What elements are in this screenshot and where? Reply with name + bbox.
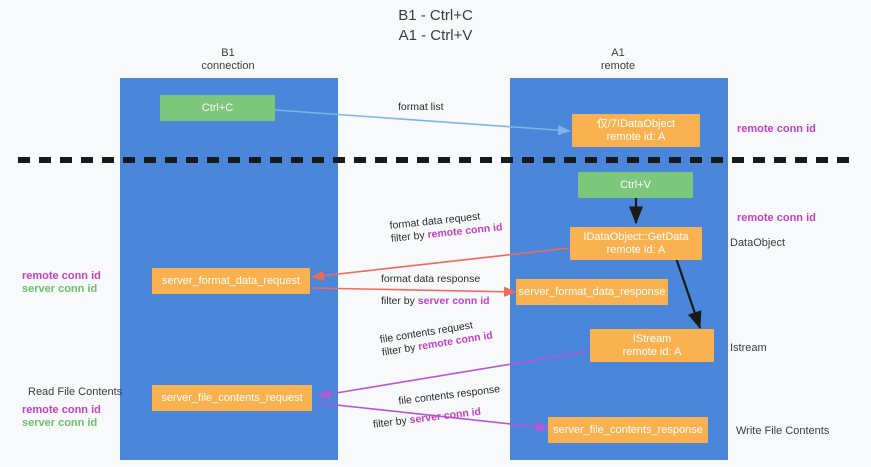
lane-header-a1: A1 remote: [538, 47, 698, 73]
node-getdata[interactable]: IDataObject::GetData remote id: A: [570, 227, 702, 260]
annotation-left-server-conn-id-2: server conn id: [22, 417, 98, 429]
edge-label-format-data-response: format data response filter by server co…: [381, 273, 490, 308]
annotation-left-server-conn-id-1: server conn id: [22, 283, 98, 295]
edge-label-file-contents-response-filter: filter by server conn id: [372, 403, 503, 432]
lane-header-b1: B1 connection: [148, 47, 308, 73]
annotation-right-write-file-contents: Write File Contents: [736, 425, 830, 437]
edge-filter-prefix-4: filter by: [372, 414, 411, 431]
lane-header-a1-name: A1: [611, 47, 625, 59]
node-istream-line2: remote id: A: [622, 345, 682, 358]
lane-header-a1-sub: remote: [600, 60, 636, 72]
edge-label-format-list-text: format list: [398, 101, 444, 113]
node-server-file-contents-response-label: server_file_contents_response: [553, 423, 703, 436]
edge-filter-prefix-1: filter by: [390, 229, 429, 245]
lane-header-b1-sub: connection: [201, 60, 255, 72]
node-idataobject-line2: remote id: A: [606, 130, 666, 143]
edge-label-file-contents-request: file contents request filter by remote c…: [379, 316, 494, 359]
annotation-right-remote-conn-id-top: remote conn id: [737, 123, 816, 135]
edge-filter-prefix-2: filter by: [381, 295, 418, 307]
edge-label-format-data-response-filter: filter by server conn id: [381, 295, 490, 308]
edge-filter-value-2: server conn id: [417, 295, 490, 307]
annotation-left-read-file-contents: Read File Contents: [28, 386, 123, 398]
node-server-file-contents-request[interactable]: server_file_contents_request: [152, 385, 312, 411]
node-getdata-line2: remote id: A: [606, 243, 666, 256]
edge-label-format-data-response-text: format data response: [381, 273, 481, 285]
node-ctrl-v-label: Ctrl+V: [620, 178, 651, 191]
edge-label-format-data-request: format data request filter by remote con…: [389, 208, 503, 246]
title-line-2: A1 - Ctrl+V: [398, 27, 473, 44]
node-server-format-data-request[interactable]: server_format_data_request: [152, 268, 310, 294]
node-server-file-contents-response[interactable]: server_file_contents_response: [548, 417, 708, 443]
lane-header-b1-name: B1: [221, 47, 235, 59]
edge-label-format-list: format list: [398, 101, 444, 114]
node-ctrl-c-label: Ctrl+C: [201, 101, 234, 114]
annotation-left-remote-conn-id-2: remote conn id: [22, 404, 101, 416]
diagram-title: B1 - Ctrl+C A1 - Ctrl+V: [0, 6, 871, 46]
node-server-format-data-response-label: server_format_data_response: [518, 285, 666, 298]
node-server-file-contents-request-label: server_file_contents_request: [161, 391, 303, 404]
node-getdata-line1: IDataObject::GetData: [583, 230, 689, 243]
annotation-right-remote-conn-id-mid: remote conn id: [737, 212, 816, 224]
annotation-right-istream: Istream: [730, 342, 767, 354]
edge-filter-value-4: server conn id: [408, 405, 482, 427]
node-istream-line1: IStream: [632, 332, 672, 345]
node-ctrl-v[interactable]: Ctrl+V: [578, 172, 693, 198]
node-istream[interactable]: IStream remote id: A: [590, 329, 714, 362]
annotation-left-remote-conn-id-1: remote conn id: [22, 270, 101, 282]
node-idataobject[interactable]: 仅/7IDataObject remote id: A: [572, 114, 700, 147]
node-ctrl-c[interactable]: Ctrl+C: [160, 95, 275, 121]
annotation-right-dataobject: DataObject: [730, 237, 786, 249]
node-server-format-data-request-label: server_format_data_request: [161, 274, 301, 287]
node-server-format-data-response[interactable]: server_format_data_response: [516, 279, 668, 305]
title-line-1: B1 - Ctrl+C: [398, 7, 473, 24]
edge-label-file-contents-response: file contents response filter by server …: [370, 383, 503, 432]
node-idataobject-line1: 仅/7IDataObject: [596, 117, 676, 130]
